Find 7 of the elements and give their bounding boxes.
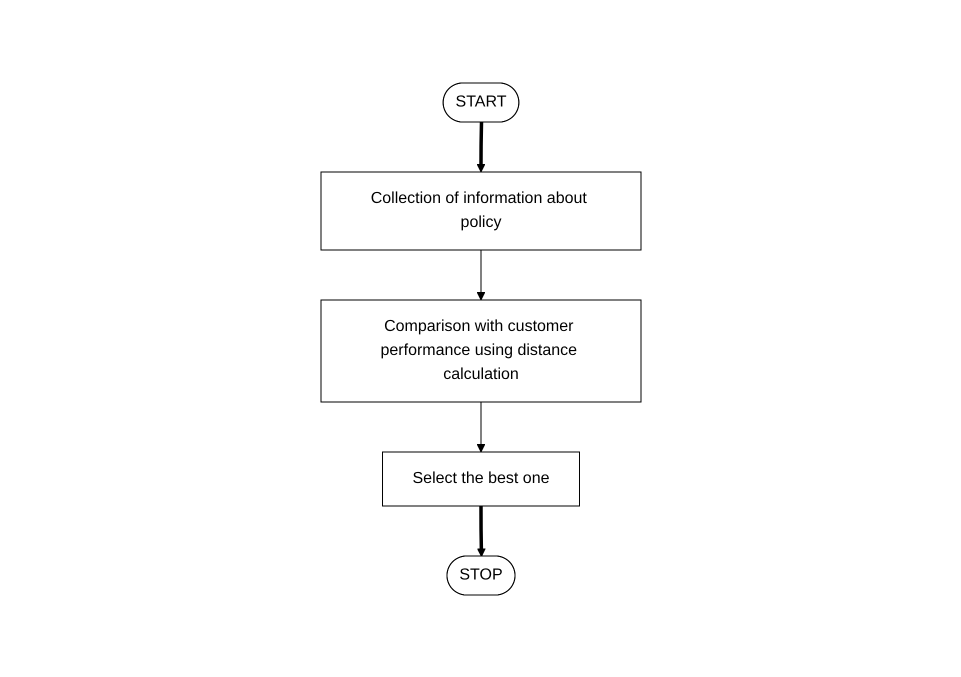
- arrow: [476, 401, 485, 452]
- arrow: [476, 122, 485, 172]
- node-box: Select the best one: [382, 451, 580, 506]
- arrow: [476, 249, 485, 300]
- arrow: [476, 506, 486, 556]
- node-box: Comparison with customer performance using distance calculation: [320, 299, 641, 402]
- node-box: Collection of information about policy: [320, 171, 641, 250]
